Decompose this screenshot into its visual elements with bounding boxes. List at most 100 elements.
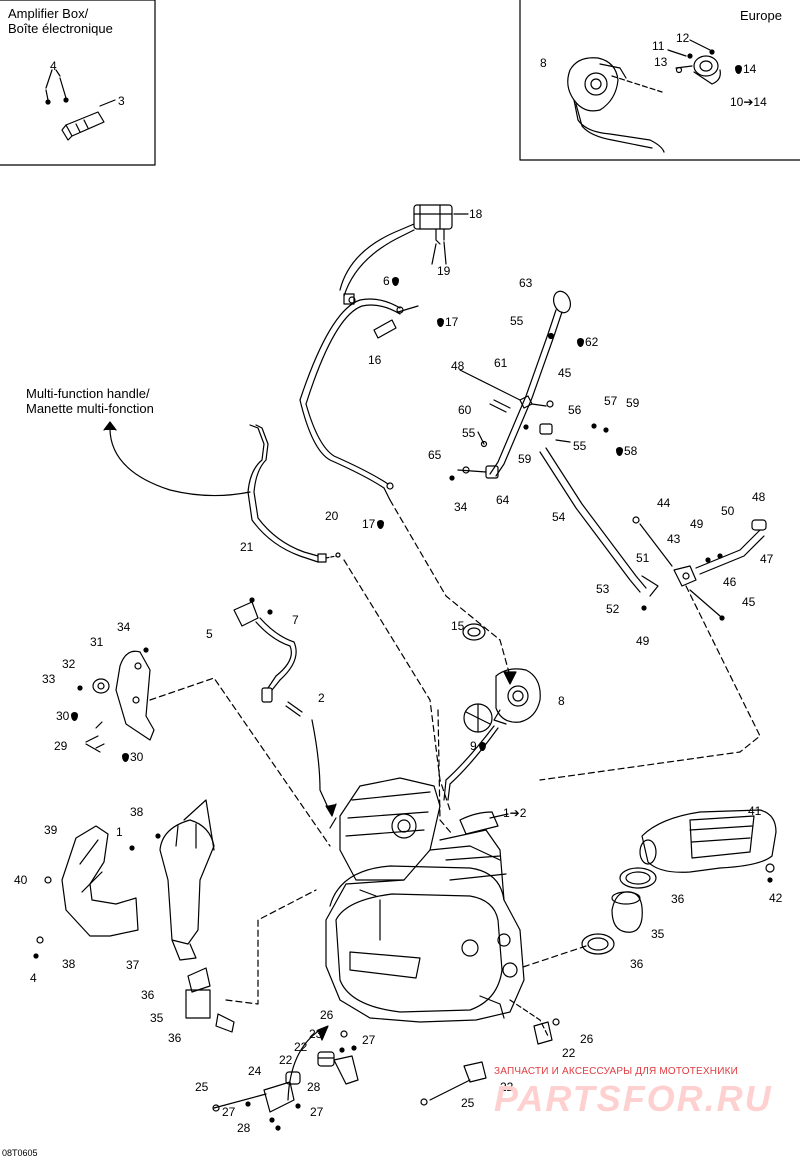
engine <box>325 777 549 1037</box>
part-callout-c27c: 27 <box>310 1106 323 1119</box>
callout-number: 5 <box>206 627 213 641</box>
part-callout-c4b: 4 <box>30 972 37 985</box>
part-callout-c1b: 1 <box>116 826 123 839</box>
callout-number: 44 <box>657 496 671 510</box>
callout-number: 26 <box>320 1008 334 1022</box>
part-callout-c20: 20 <box>325 510 338 523</box>
cable-54 <box>449 290 647 593</box>
part-callout-c8a: 8 <box>540 57 547 70</box>
linkage-43 <box>539 516 767 781</box>
part-callout-c41: 41 <box>748 805 761 818</box>
part-callout-c52: 52 <box>606 603 619 616</box>
callout-number: 50 <box>721 504 735 518</box>
amplifier-box-part <box>45 69 116 141</box>
callout-number: 65 <box>428 448 442 462</box>
callout-number: 35 <box>651 927 665 941</box>
part-callout-c2: 2 <box>318 692 325 705</box>
part-callout-c45a: 45 <box>558 367 571 380</box>
callout-number: 34 <box>454 500 468 514</box>
part-callout-c13: 13 <box>654 56 667 69</box>
callout-number: 47 <box>760 552 774 566</box>
part-callout-c46: 46 <box>723 576 736 589</box>
sensor-5 <box>233 597 337 817</box>
callout-number: 41 <box>748 804 762 818</box>
part-callout-c60: 60 <box>458 404 471 417</box>
europe-carburetor <box>567 39 721 153</box>
part-callout-c54: 54 <box>552 511 565 524</box>
part-callout-c35b: 35 <box>150 1012 163 1025</box>
part-callout-c12: 12 <box>676 32 689 45</box>
part-callout-c49a: 49 <box>690 518 703 531</box>
part-callout-c44: 44 <box>657 497 670 510</box>
callout-number: 7 <box>292 613 299 627</box>
throttle-cable-upper <box>299 223 419 501</box>
part-callout-c28b: 28 <box>237 1122 250 1135</box>
callout-number: 32 <box>62 657 76 671</box>
callout-number: 49 <box>690 517 704 531</box>
part-callout-c39: 39 <box>44 824 57 837</box>
callout-number: 58 <box>624 444 638 458</box>
callout-number: 30 <box>130 750 144 764</box>
part-callout-c33: 33 <box>42 673 55 686</box>
part-callout-c49b: 49 <box>636 635 649 648</box>
callout-number: 26 <box>580 1032 594 1046</box>
callout-number: 48 <box>451 359 465 373</box>
callout-number: 8 <box>558 694 565 708</box>
part-callout-c63: 63 <box>519 277 532 290</box>
lubricant-drop-icon <box>478 742 486 751</box>
callout-number: 27 <box>362 1033 376 1047</box>
part-callout-c36b: 36 <box>630 958 643 971</box>
watermark-tagline: ЗАПЧАСТИ И АКСЕССУАРЫ ДЛЯ МОТОТЕХНИКИ <box>494 1066 739 1077</box>
callout-number: 37 <box>126 958 140 972</box>
callout-number: 43 <box>667 532 681 546</box>
part-callout-c22a: 22 <box>294 1041 307 1054</box>
callout-number: 22 <box>279 1053 293 1067</box>
part-callout-c64: 64 <box>496 494 509 507</box>
lubricant-drop-icon <box>122 753 129 762</box>
part-callout-c50: 50 <box>721 505 734 518</box>
callout-number: 33 <box>42 672 56 686</box>
callout-number: 55 <box>510 314 524 328</box>
part-callout-c61: 61 <box>494 357 507 370</box>
part-callout-c42: 42 <box>769 892 782 905</box>
callout-number: 62 <box>585 335 599 349</box>
part-callout-c6: 6 <box>383 275 400 288</box>
callout-number: 36 <box>671 892 685 906</box>
callout-number: 49 <box>636 634 650 648</box>
callout-number: 59 <box>518 452 532 466</box>
callout-number: 27 <box>222 1105 236 1119</box>
part-callout-c14a: 14 <box>735 63 756 76</box>
callout-number: 52 <box>606 602 620 616</box>
callout-number: 51 <box>636 551 650 565</box>
part-callout-c34b: 34 <box>117 621 130 634</box>
callout-number: 36 <box>168 1031 182 1045</box>
air-intake-41 <box>519 809 777 969</box>
europe-frame <box>519 0 800 161</box>
part-callout-c18: 18 <box>469 208 482 221</box>
part-callout-c55b: 55 <box>462 427 475 440</box>
callout-number: 63 <box>519 276 533 290</box>
part-callout-c55c: 55 <box>573 440 586 453</box>
part-callout-c7: 7 <box>292 614 299 627</box>
lubricant-drop-icon <box>735 65 742 74</box>
part-callout-c5: 5 <box>206 628 213 641</box>
part-callout-c45b: 45 <box>742 596 755 609</box>
part-callout-c15: 15 <box>451 620 464 633</box>
part-callout-c26a: 26 <box>320 1009 333 1022</box>
part-callout-c51: 51 <box>636 552 649 565</box>
handle-cable <box>103 421 341 563</box>
callout-number: 1 <box>116 825 123 839</box>
part-callout-c43: 43 <box>667 533 680 546</box>
part-callout-c36c: 36 <box>141 989 154 1002</box>
part-callout-c28a: 28 <box>307 1081 320 1094</box>
callout-number: 22 <box>294 1040 308 1054</box>
carburetor-8 <box>443 623 541 801</box>
part-callout-c58: 58 <box>616 445 637 458</box>
part-callout-c17b: 17 <box>362 518 385 531</box>
part-callout-c25b: 25 <box>461 1097 474 1110</box>
callout-number: 8 <box>540 56 547 70</box>
amplifier-box-frame <box>0 0 156 166</box>
part-callout-c59a: 59 <box>626 397 639 410</box>
callout-number: 38 <box>62 957 76 971</box>
